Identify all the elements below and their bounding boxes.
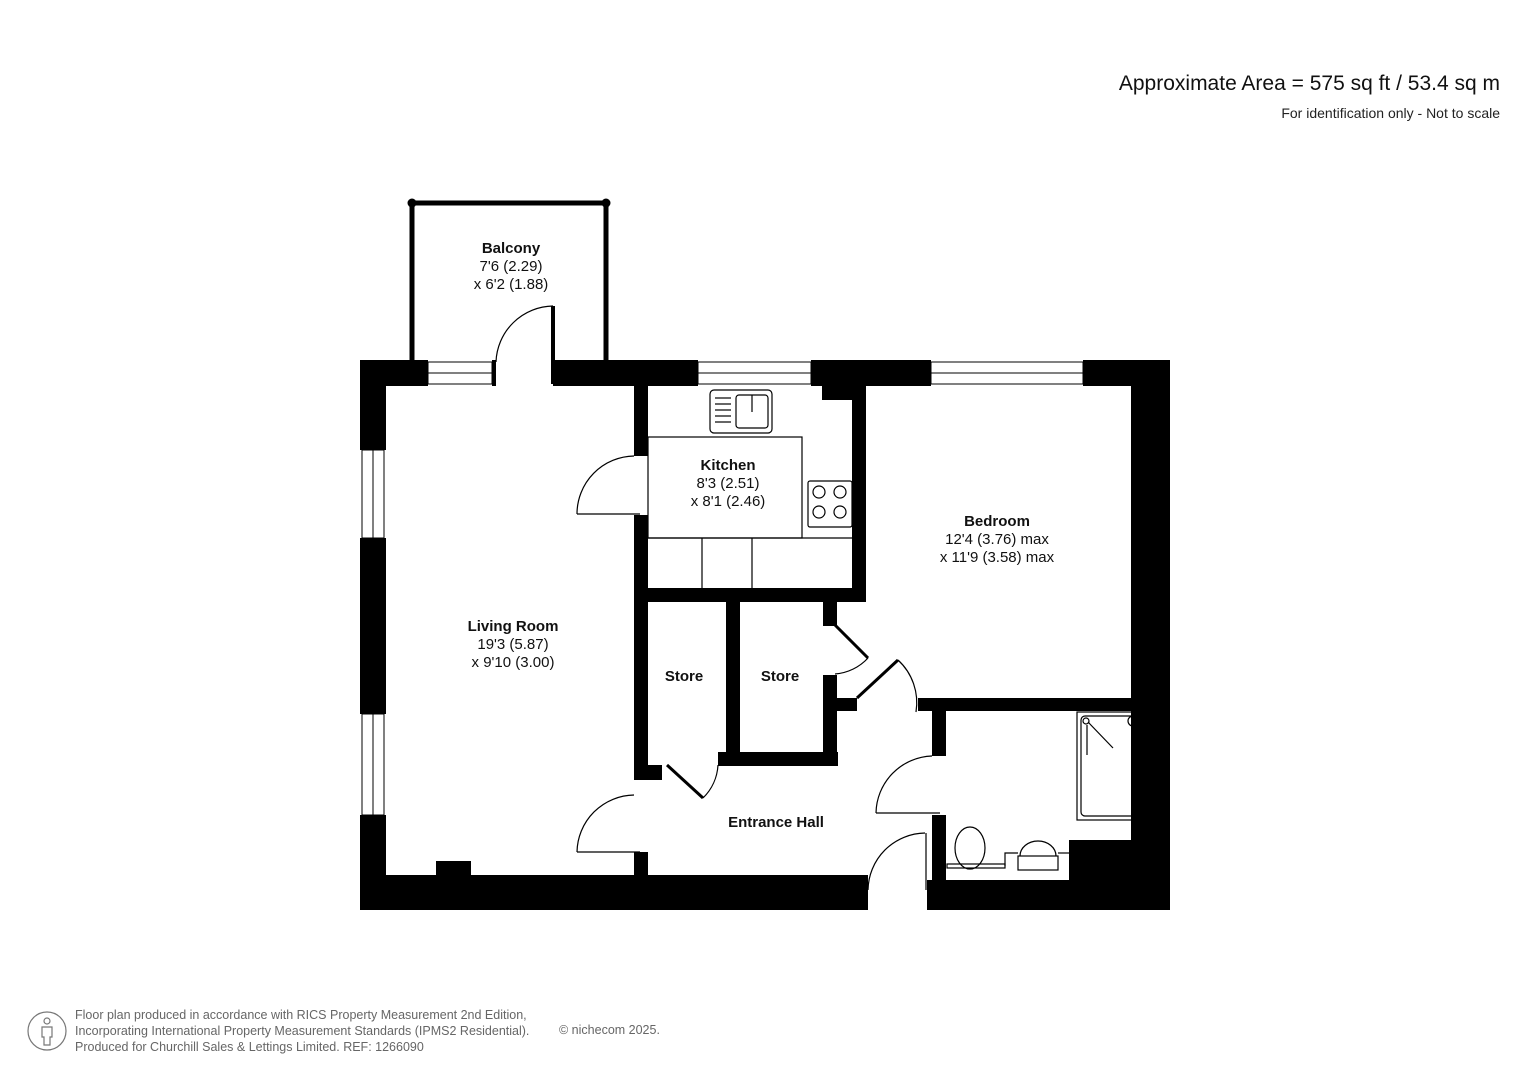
room-name: Store <box>664 668 704 685</box>
footer-line-2: Incorporating International Property Mea… <box>75 1024 530 1038</box>
room-dimension: x 8'1 (2.46) <box>690 493 766 510</box>
room-name: Balcony <box>481 240 541 257</box>
room-name: Bedroom <box>964 513 1030 530</box>
balcony-railing <box>409 200 609 362</box>
room-store-2: Store <box>761 668 799 686</box>
room-kitchen: Kitchen 8'3 (2.51) x 8'1 (2.46) <box>691 457 766 511</box>
room-name: Kitchen <box>700 457 756 474</box>
scale-disclaimer: For identification only - Not to scale <box>1281 105 1500 121</box>
approximate-area: Approximate Area = 575 sq ft / 53.4 sq m <box>1118 72 1500 95</box>
room-dimension: 7'6 (2.29) <box>479 258 543 275</box>
room-dimension: x 6'2 (1.88) <box>473 276 549 293</box>
footer-line-3: Produced for Churchill Sales & Lettings … <box>75 1040 424 1054</box>
footer-notes: Floor plan produced in accordance with R… <box>75 1007 529 1055</box>
doors <box>495 305 940 891</box>
room-name: Entrance Hall <box>728 814 824 831</box>
room-dimension: 12'4 (3.76) max <box>945 531 1049 548</box>
room-store-1: Store <box>665 668 703 686</box>
room-dimension: x 9'10 (3.00) <box>471 654 555 671</box>
room-bedroom: Bedroom 12'4 (3.76) max x 11'9 (3.58) ma… <box>940 513 1054 567</box>
bathroom-fittings <box>946 711 1144 871</box>
room-dimension: x 11'9 (3.58) max <box>939 549 1055 566</box>
room-entrance-hall: Entrance Hall <box>728 814 824 832</box>
person-icon <box>27 1011 67 1051</box>
room-name: Store <box>760 668 800 685</box>
room-dimension: 8'3 (2.51) <box>696 475 760 492</box>
room-living-room: Living Room 19'3 (5.87) x 9'10 (3.00) <box>468 618 559 672</box>
room-balcony: Balcony 7'6 (2.29) x 6'2 (1.88) <box>474 240 549 294</box>
room-dimension: 19'3 (5.87) <box>477 636 549 653</box>
footer-line-1: Floor plan produced in accordance with R… <box>75 1008 527 1022</box>
kitchen-fittings <box>647 389 853 588</box>
room-name: Living Room <box>467 618 559 635</box>
copyright: © nichecom 2025. <box>559 1023 660 1037</box>
walls <box>360 360 1170 910</box>
windows <box>361 361 1084 816</box>
